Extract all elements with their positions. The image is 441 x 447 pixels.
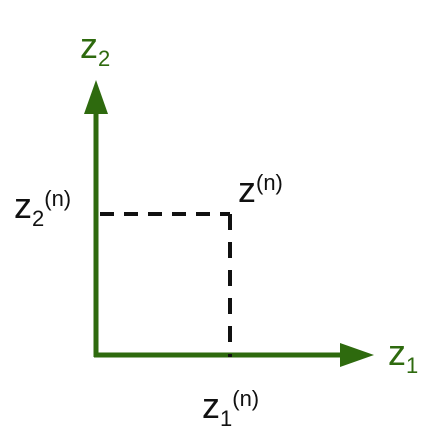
x-projection-label-sup: (n) [232,385,260,411]
x-axis-label-base: z [388,332,406,373]
y-axis-label: z2 [80,25,110,70]
x-axis-label: z1 [388,332,418,377]
y-projection-label-base: z [14,185,32,226]
x-projection-label-base: z [202,385,220,426]
x-axis-arrowhead [340,343,374,367]
y-projection-label: z2(n) [14,185,72,229]
y-axis-arrowhead [84,80,108,114]
y-axis-label-sub: 2 [98,45,111,71]
x-axis-label-sub: 1 [406,352,419,378]
y-projection-label-sup: (n) [44,185,72,211]
point-label-sup: (n) [256,169,283,195]
y-axis-label-base: z [80,25,98,66]
x-projection-label-sub: 1 [220,405,233,431]
x-projection-label: z1(n) [202,385,260,429]
y-projection-label-sub: 2 [32,205,45,231]
point-label: z(n) [238,169,283,210]
point-label-base: z [238,169,256,210]
